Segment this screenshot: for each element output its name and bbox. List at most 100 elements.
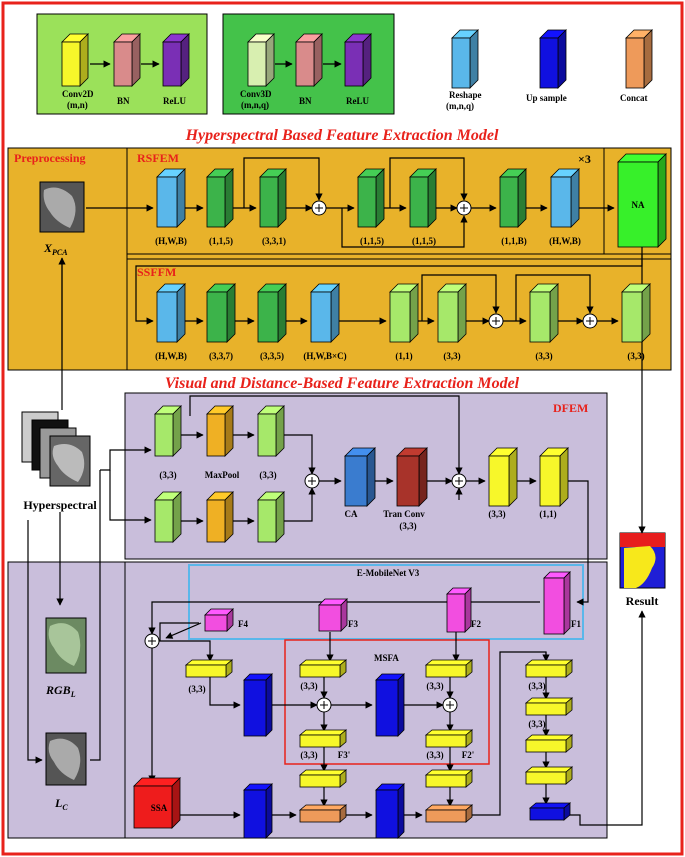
f1-label-conv-2: (3,3) (528, 719, 545, 729)
msfa-f3-prime (298, 729, 348, 748)
ssffm-block-7 (529, 283, 559, 343)
legend-upsample-label: Up sample (526, 93, 567, 103)
dfem-label-conv2: (3,3) (259, 470, 276, 480)
msfa-label-f3p-kernel: (3,3) (300, 750, 317, 760)
legend-conv2d-label: Conv2D (62, 89, 94, 99)
dfem-label-conv1: (3,3) (159, 470, 176, 480)
ssffm-block-3 (257, 283, 287, 343)
result-image (619, 532, 666, 589)
f1-conv-1 (524, 659, 574, 678)
connector (568, 480, 589, 606)
connector (159, 622, 199, 641)
f1-conv-3 (524, 734, 574, 753)
xpca-label: XPCA (43, 241, 68, 257)
feature-f2 (446, 587, 472, 633)
legend-bn1-label: BN (117, 96, 130, 106)
dfem-bottom-conv-2 (257, 491, 285, 543)
mobilenet-title: E-MobileNet V3 (357, 568, 420, 578)
dfem-conv-yellow-1 (488, 447, 518, 507)
decoder-upsample-3 (243, 783, 273, 839)
connector (189, 395, 463, 475)
rsfem-title: RSFEM (137, 151, 179, 165)
msfa-label-f2p-kernel: (3,3) (426, 750, 443, 760)
rsfem-block-3 (259, 168, 287, 228)
ssffm-label-2: (3,3,7) (209, 351, 233, 361)
preprocessing-title: Preprocessing (14, 151, 86, 165)
ssa-label: SSA (151, 803, 168, 813)
dfem-label-yellow-2: (1,1) (539, 509, 556, 519)
rsfem-block-5 (409, 168, 437, 228)
msfa-title: MSFA (374, 653, 399, 663)
ssffm-label-1: (H,W,B) (155, 351, 187, 361)
visual-model-title: Visual and Distance-Based Feature Extrac… (165, 375, 520, 392)
rgb-label: RGBL (45, 683, 76, 699)
msfa-f2-prime (424, 729, 474, 748)
rsfem-block-6 (499, 168, 527, 228)
connector (165, 622, 202, 639)
hyperspectral-label: Hyperspectral (23, 498, 97, 512)
connector (27, 520, 43, 764)
legend-conv3d-params: (m,n,q) (241, 100, 269, 110)
connector (284, 487, 316, 522)
ssffm-add-1 (488, 313, 504, 329)
legend-conv2d-block (61, 33, 89, 87)
legend-bn1-block (113, 33, 141, 87)
rsfem-block-4 (357, 168, 385, 228)
ssffm-label-5: (1,1) (395, 351, 412, 361)
dfem-bottom-conv-1 (154, 491, 182, 543)
legend-bn2-label: BN (299, 96, 312, 106)
hyperspectral-model-title: Hyperspectral Based Feature Extraction M… (185, 127, 499, 144)
rsfem-label-1: (H,W,B) (155, 236, 187, 246)
feature-f1 (543, 571, 571, 635)
connector (209, 677, 241, 709)
ssffm-block-1 (156, 283, 186, 343)
legend-concat-label: Concat (620, 93, 648, 103)
ssffm-block-2 (206, 283, 236, 343)
legend-conv3d-label: Conv3D (240, 89, 272, 99)
ssffm-block-6 (437, 283, 467, 343)
dfem-label-tranconv-kernel: (3,3) (399, 521, 416, 531)
dfem-top-conv-1 (154, 405, 182, 457)
feature-label-f2: F2 (471, 619, 481, 629)
ssffm-label-6: (3,3) (443, 351, 460, 361)
legend-reshape-params: (m,n,q) (446, 101, 474, 111)
rsfem-label-7: (H,W,B) (549, 236, 581, 246)
lc-label: LC (54, 796, 68, 812)
connector (515, 274, 594, 321)
ssa-block (133, 777, 181, 829)
rsfem-label-2: (1,1,5) (209, 236, 233, 246)
block-labels: (H,W,B)(1,1,5)(3,3,1)(1,1,5)(1,1,5)(1,1,… (151, 200, 645, 813)
dfem-label-ca: CA (345, 509, 358, 519)
connector (341, 208, 468, 248)
rsfem-label-4: (1,1,5) (360, 236, 384, 246)
ssffm-block-5 (389, 283, 419, 343)
rsfem-label-6: (1,1,B) (501, 236, 527, 246)
lc-image-shape (48, 738, 81, 780)
ssffm-add-2 (582, 313, 598, 329)
rsfem-block-2 (206, 168, 234, 228)
rsfem-label-3: (3,3,1) (262, 236, 286, 246)
decoder-upsample-1 (243, 673, 273, 737)
concat-2 (424, 804, 474, 823)
msfa-f3-conv (298, 659, 348, 678)
lower-region (7, 561, 608, 839)
connector (243, 157, 323, 208)
dfem-top-maxpool (206, 405, 234, 457)
ssffm-title: SSFFM (137, 265, 176, 279)
rgb-image-shape (48, 623, 81, 666)
rsfem-add-1 (311, 200, 327, 216)
connection-lines (27, 60, 646, 826)
feature-f3 (318, 598, 348, 632)
decoder-label-f4-conv: (3,3) (188, 684, 205, 694)
decoder-add-f4 (144, 633, 160, 649)
bottom-conv-1 (298, 769, 348, 788)
dfem-title: DFEM (553, 401, 588, 415)
connector (389, 157, 468, 208)
ssffm-label-7: (3,3) (535, 351, 552, 361)
legend-bn2-block (295, 33, 323, 87)
msfa-f2-conv (424, 659, 474, 678)
connector (90, 470, 101, 761)
concat-1 (298, 804, 348, 823)
